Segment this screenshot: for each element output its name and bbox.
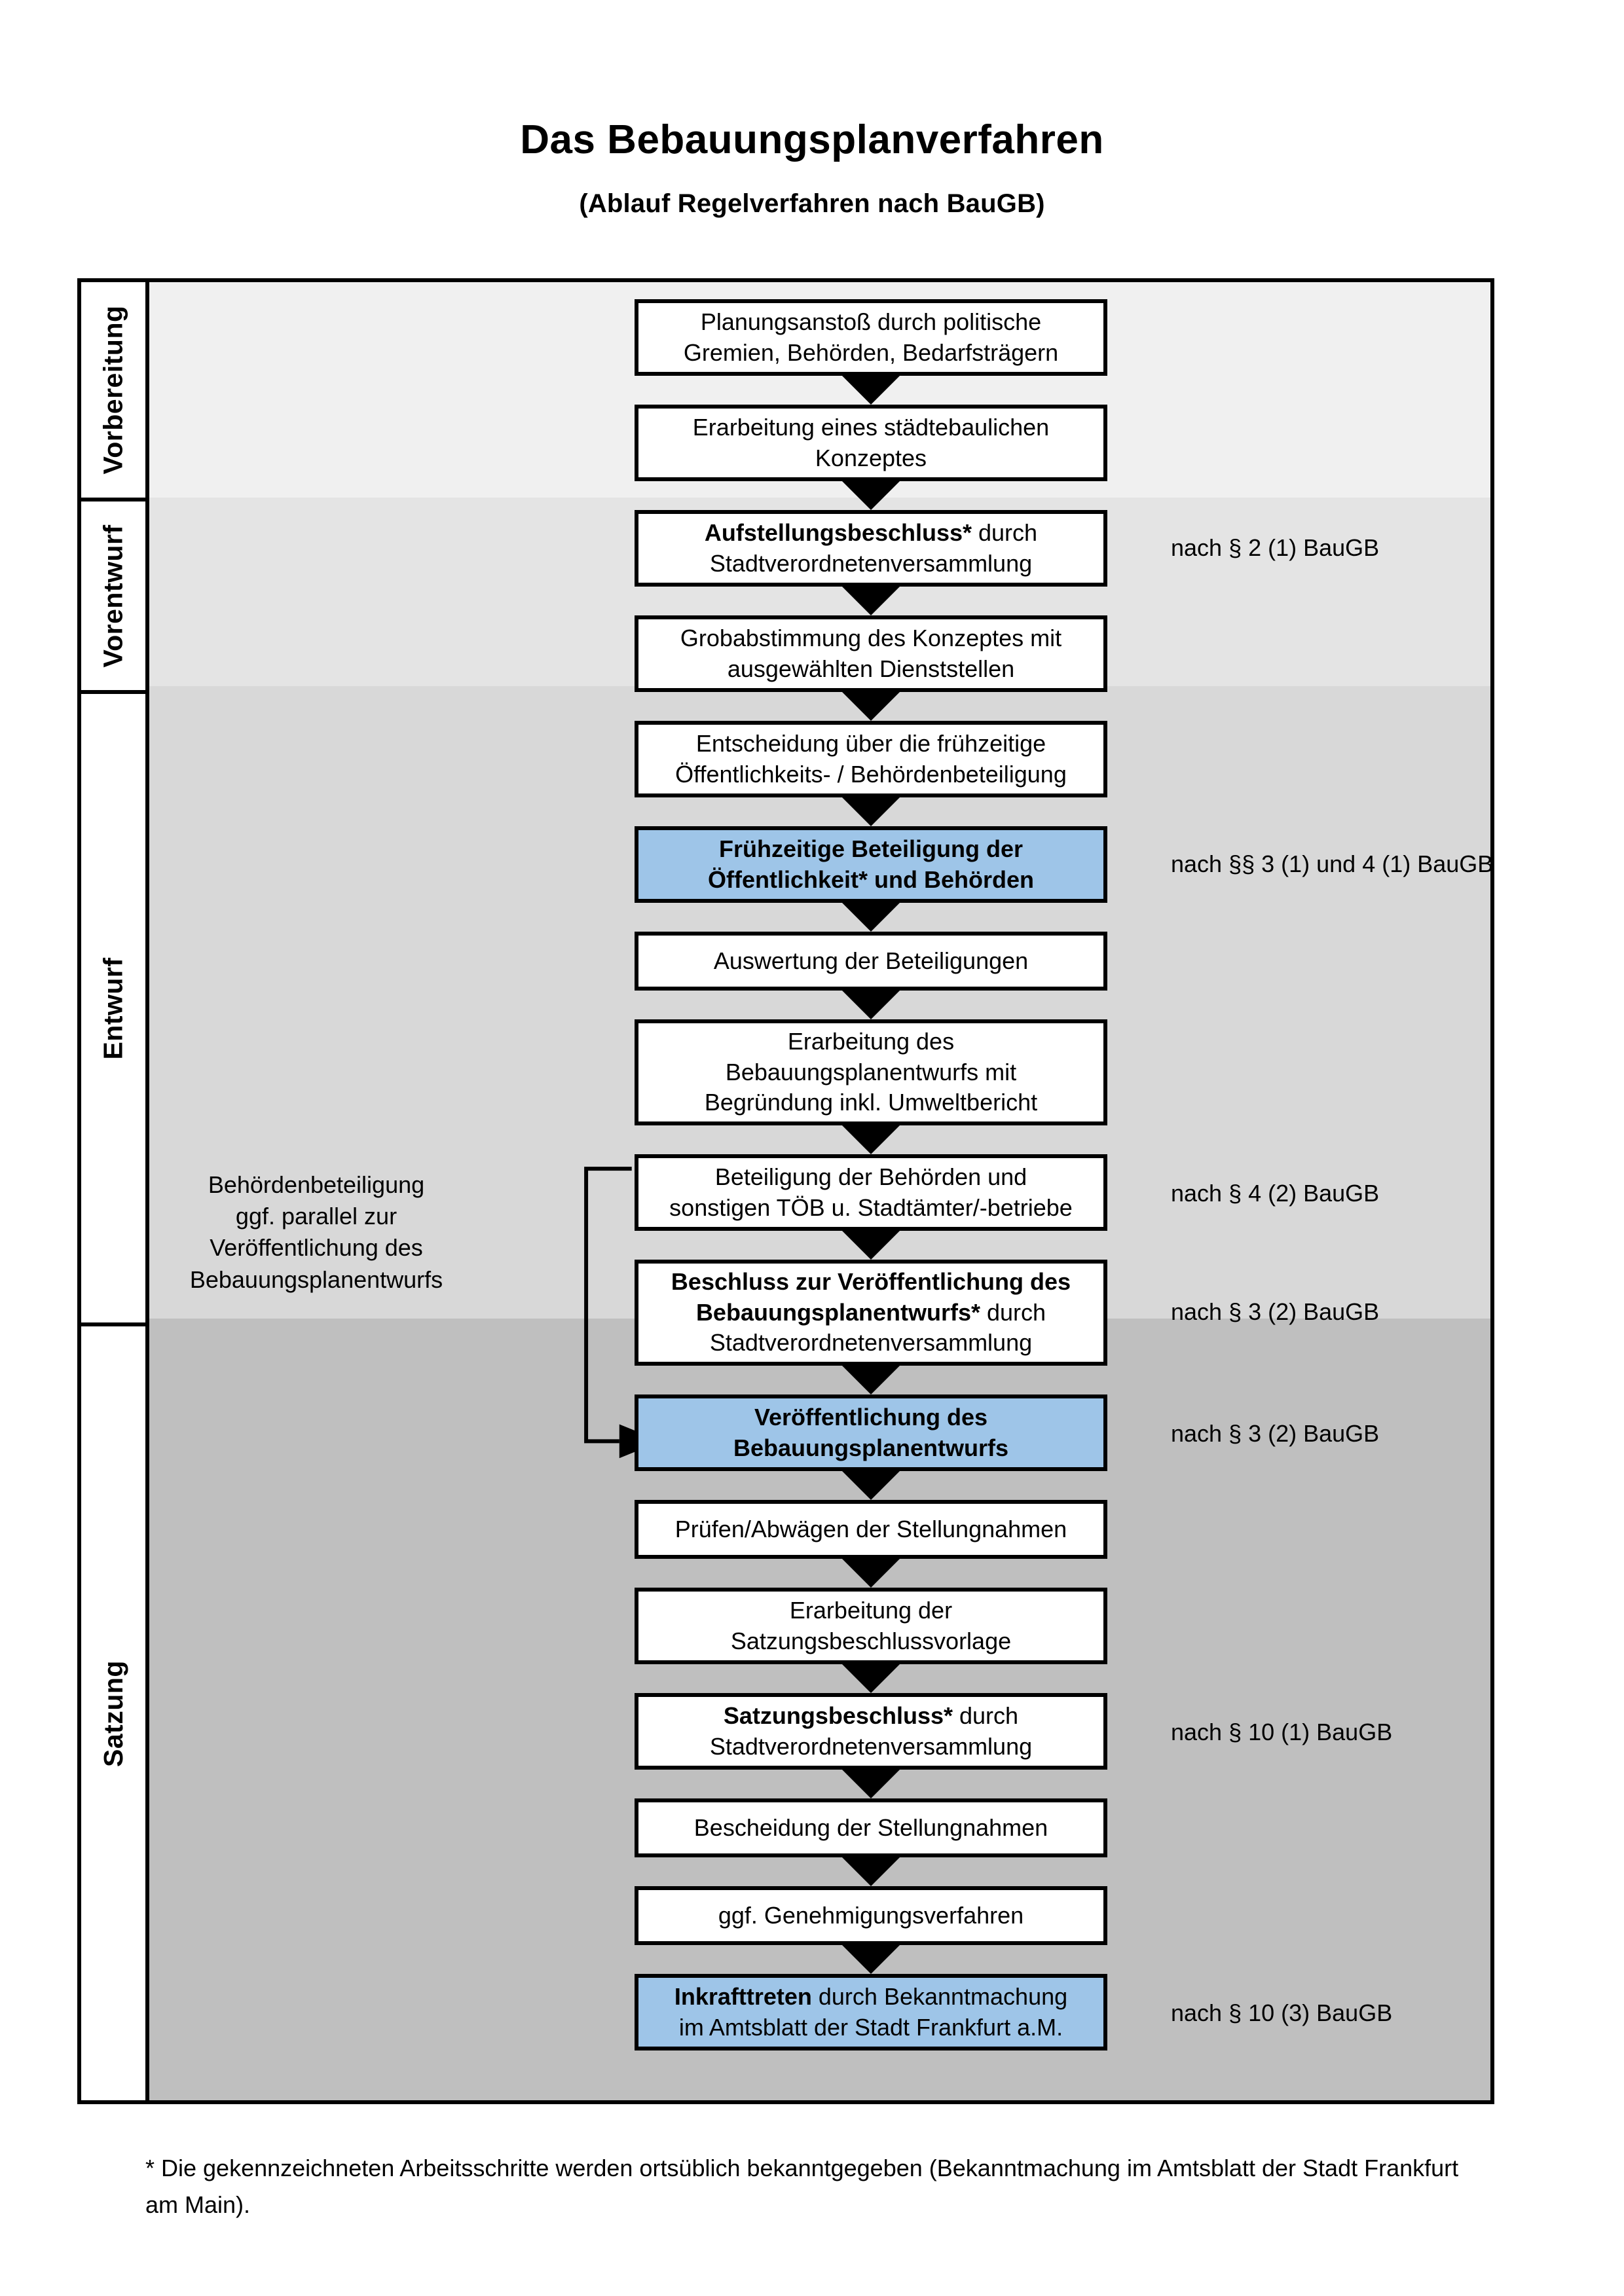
phase-cell-vorbereitung: Vorbereitung bbox=[81, 282, 145, 498]
flowchart-frame: Vorbereitung Vorentwurf Entwurf Satzung … bbox=[77, 278, 1494, 2104]
step-genehmigungsverfahren[interactable]: ggf. Genehmigungsverfahren bbox=[635, 1886, 1107, 1945]
step-beteiligung-behoerden-toeb[interactable]: Beteiligung der Behörden und sonstigen T… bbox=[635, 1154, 1107, 1231]
step-text: Frühzeitige Beteiligung der Öffentlichke… bbox=[707, 835, 1035, 893]
step-bold-part4: Inkrafttreten bbox=[674, 1982, 812, 2010]
arrow-down-2 bbox=[842, 481, 900, 510]
step-aufstellungsbeschluss[interactable]: Aufstellungsbeschluss* durch Stadtverord… bbox=[635, 510, 1107, 587]
step-bold-part: Aufstellungsbeschluss* bbox=[704, 519, 972, 546]
step-satzungsbeschlussvorlage[interactable]: Erarbeitung der Satzungsbeschlussvorlage bbox=[635, 1588, 1107, 1664]
step-satzungsbeschluss[interactable]: Satzungsbeschluss* durch Stadtverordnete… bbox=[635, 1693, 1107, 1770]
step-veroeffentlichung-bebauungsplanentwurf[interactable]: Veröffentlichung des Bebauungsplanentwur… bbox=[635, 1394, 1107, 1471]
step-inkrafttreten[interactable]: Inkrafttreten durch Bekanntmachung im Am… bbox=[635, 1974, 1107, 2050]
step-pruefen-abwaegen[interactable]: Prüfen/Abwägen der Stellungnahmen bbox=[635, 1500, 1107, 1559]
title-block: Das Bebauungsplanverfahren (Ablauf Regel… bbox=[0, 117, 1624, 219]
arrow-down-1 bbox=[842, 376, 900, 405]
arrow-down-5 bbox=[842, 797, 900, 826]
phase-sidebar: Vorbereitung Vorentwurf Entwurf Satzung bbox=[81, 282, 149, 2100]
reference-paragraph-3-1-4-1: nach §§ 3 (1) und 4 (1) BauGB bbox=[1171, 850, 1494, 877]
reference-paragraph-10-1: nach § 10 (1) BauGB bbox=[1171, 1719, 1393, 1745]
step-text: Erarbeitung eines städtebaulichen Konzep… bbox=[692, 413, 1050, 471]
step-planungsanstoss[interactable]: Planungsanstoß durch politische Gremien,… bbox=[635, 299, 1107, 376]
step-text: Veröffentlichung des Bebauungsplanentwur… bbox=[733, 1403, 1009, 1461]
step-bescheidung-stellungnahmen[interactable]: Bescheidung der Stellungnahmen bbox=[635, 1798, 1107, 1857]
phase-label-satzung: Satzung bbox=[98, 1660, 128, 1767]
phase-cell-entwurf: Entwurf bbox=[81, 690, 145, 1322]
step-text: Grobabstimmung des Konzeptes mit ausgewä… bbox=[680, 624, 1062, 682]
arrow-down-11 bbox=[842, 1471, 900, 1500]
step-text: Bescheidung der Stellungnahmen bbox=[693, 1813, 1048, 1841]
step-text: Inkrafttreten durch Bekanntmachung im Am… bbox=[674, 1982, 1068, 2041]
arrow-down-3 bbox=[842, 587, 900, 615]
step-erarbeitung-bebauungsplanentwurf[interactable]: Erarbeitung des Bebauungsplanentwurfs mi… bbox=[635, 1019, 1107, 1125]
reference-paragraph-10-3: nach § 10 (3) BauGB bbox=[1171, 1999, 1393, 2026]
arrow-down-7 bbox=[842, 991, 900, 1019]
step-text: Erarbeitung der Satzungsbeschlussvorlage bbox=[730, 1596, 1012, 1654]
page-subtitle: (Ablauf Regelverfahren nach BauGB) bbox=[579, 189, 1045, 219]
reference-paragraph-3-2-a: nach § 3 (2) BauGB bbox=[1171, 1298, 1380, 1325]
phase-label-entwurf: Entwurf bbox=[98, 957, 128, 1060]
step-text: Entscheidung über die frühzeitige Öffent… bbox=[675, 729, 1067, 788]
arrow-down-6 bbox=[842, 903, 900, 932]
step-text: Erarbeitung des Bebauungsplanentwurfs mi… bbox=[704, 1027, 1038, 1116]
step-bold-part2: Bebauungsplanentwurfs* bbox=[695, 1298, 980, 1326]
step-text: Satzungsbeschluss* durch Stadtverordnete… bbox=[709, 1702, 1033, 1760]
step-text: Aufstellungsbeschluss* durch Stadtverord… bbox=[704, 519, 1038, 577]
step-fruehzeitige-beteiligung[interactable]: Frühzeitige Beteiligung der Öffentlichke… bbox=[635, 826, 1107, 903]
step-grobabstimmung[interactable]: Grobabstimmung des Konzeptes mit ausgewä… bbox=[635, 615, 1107, 692]
step-text: Beteiligung der Behörden und sonstigen T… bbox=[669, 1163, 1073, 1221]
reference-paragraph-3-2-b: nach § 3 (2) BauGB bbox=[1171, 1420, 1380, 1447]
phase-cell-vorentwurf: Vorentwurf bbox=[81, 498, 145, 690]
page-title: Das Bebauungsplanverfahren bbox=[520, 117, 1104, 162]
step-konzept[interactable]: Erarbeitung eines städtebaulichen Konzep… bbox=[635, 405, 1107, 481]
step-entscheidung-beteiligung[interactable]: Entscheidung über die frühzeitige Öffent… bbox=[635, 721, 1107, 797]
step-text: Beschluss zur Veröffentlichung des Bebau… bbox=[671, 1267, 1071, 1357]
arrow-down-16 bbox=[842, 1945, 900, 1974]
arrow-down-15 bbox=[842, 1857, 900, 1886]
arrow-down-13 bbox=[842, 1664, 900, 1693]
phase-label-vorbereitung: Vorbereitung bbox=[98, 305, 128, 475]
phase-cell-satzung: Satzung bbox=[81, 1322, 145, 2100]
reference-paragraph-4-2: nach § 4 (2) BauGB bbox=[1171, 1180, 1380, 1207]
step-text: Planungsanstoß durch politische Gremien,… bbox=[683, 308, 1059, 366]
step-beschluss-veroeffentlichung[interactable]: Beschluss zur Veröffentlichung des Bebau… bbox=[635, 1260, 1107, 1366]
reference-paragraph-2-1: nach § 2 (1) BauGB bbox=[1171, 534, 1380, 561]
flow-layer: Planungsanstoß durch politische Gremien,… bbox=[149, 282, 1494, 2100]
step-bold-part3: Satzungsbeschluss* bbox=[723, 1702, 953, 1729]
phase-label-vorentwurf: Vorentwurf bbox=[98, 524, 128, 668]
arrow-down-4 bbox=[842, 692, 900, 721]
arrow-down-12 bbox=[842, 1559, 900, 1588]
step-text: ggf. Genehmigungsverfahren bbox=[718, 1901, 1024, 1929]
arrow-down-10 bbox=[842, 1366, 900, 1394]
side-annotation-behoerdenbeteiligung: Behördenbeteiligung ggf. parallel zur Ve… bbox=[189, 1171, 443, 1293]
step-text: Auswertung der Beteiligungen bbox=[713, 947, 1029, 974]
arrow-down-8 bbox=[842, 1125, 900, 1154]
step-text: Prüfen/Abwägen der Stellungnahmen bbox=[674, 1515, 1067, 1542]
arrow-down-9 bbox=[842, 1231, 900, 1260]
footnote: * Die gekennzeichneten Arbeitsschritte w… bbox=[145, 2155, 1459, 2218]
step-auswertung[interactable]: Auswertung der Beteiligungen bbox=[635, 932, 1107, 991]
arrow-down-14 bbox=[842, 1770, 900, 1798]
